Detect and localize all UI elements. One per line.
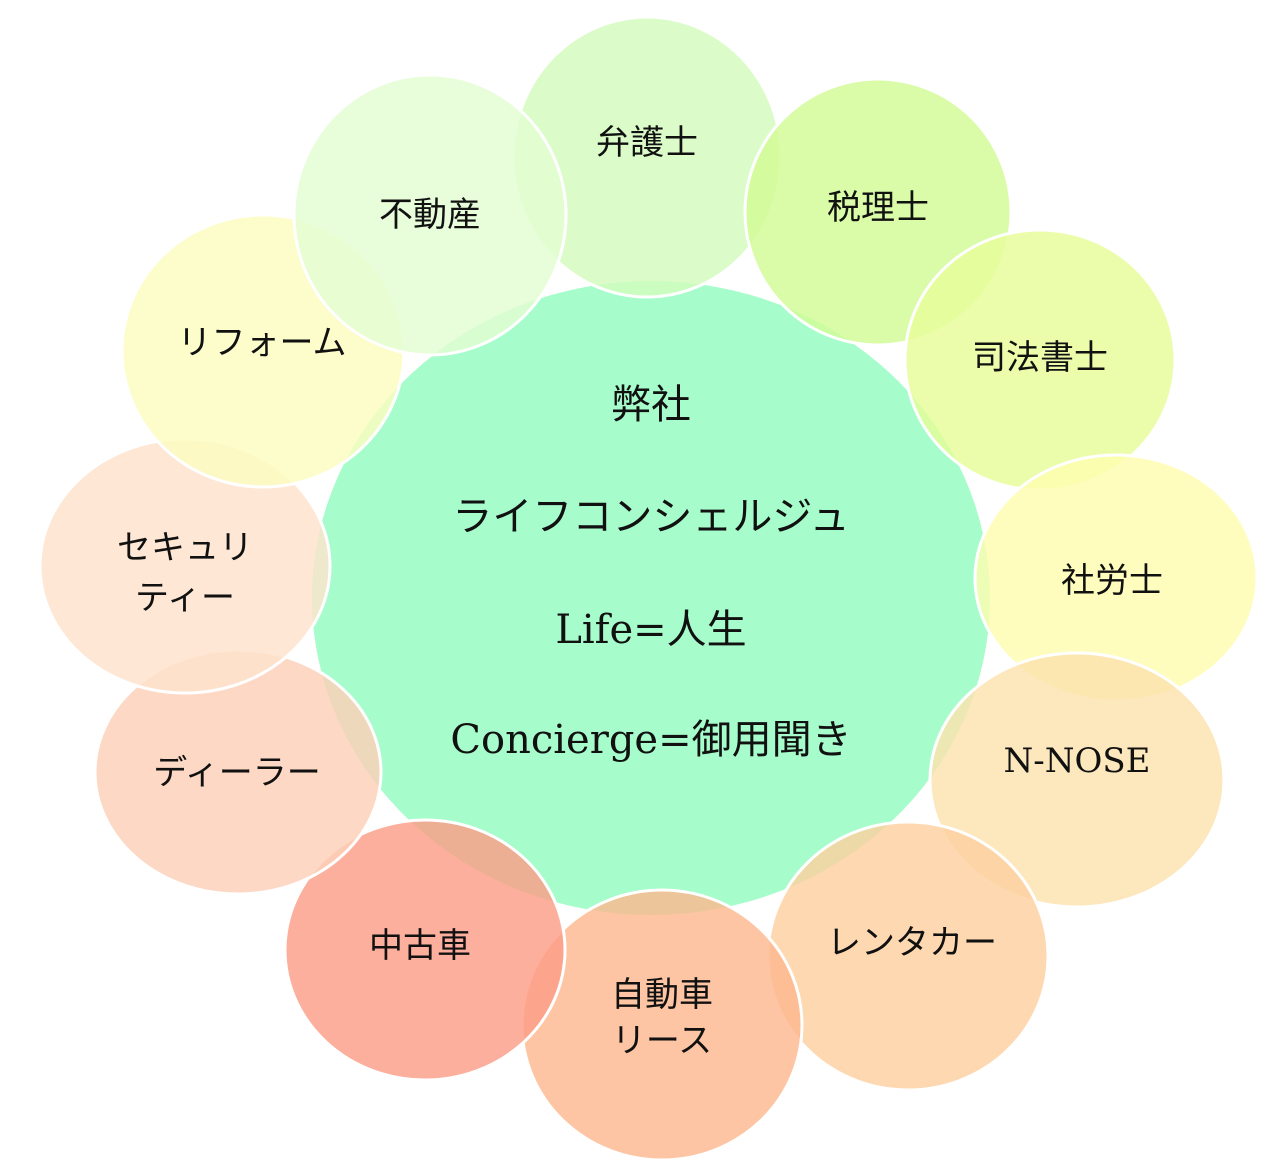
label-rentacar: レンタカー — [827, 923, 997, 963]
center-title: 弊社 — [611, 382, 691, 428]
node-fudosan — [292, 73, 568, 357]
label-dealer: ディーラー — [153, 753, 321, 793]
label-bengoshi: 弁護士 — [596, 123, 698, 163]
label-used-car: 中古車 — [369, 926, 471, 966]
label-n-nose: N-NOSE — [1004, 741, 1151, 781]
label-fudosan: 不動産 — [379, 195, 481, 235]
center-concierge-line: Concierge=御用聞き — [450, 717, 851, 763]
label-car-lease-2: リース — [612, 1021, 712, 1061]
label-zeirishi: 税理士 — [827, 188, 929, 228]
center-circle — [312, 281, 990, 915]
label-security-1: セキュリ — [117, 528, 253, 568]
node-used-car — [283, 818, 567, 1082]
label-sharoshi: 社労士 — [1061, 561, 1163, 601]
label-shihoshoshi: 司法書士 — [972, 338, 1108, 378]
center-life-line: Life=人生 — [555, 607, 746, 653]
label-security-2: ティー — [135, 578, 235, 618]
center-subtitle: ライフコンシェルジュ — [452, 494, 849, 540]
label-reform: リフォーム — [178, 323, 347, 363]
label-car-lease-1: 自動車 — [611, 975, 713, 1015]
node-n-nose — [928, 651, 1226, 909]
